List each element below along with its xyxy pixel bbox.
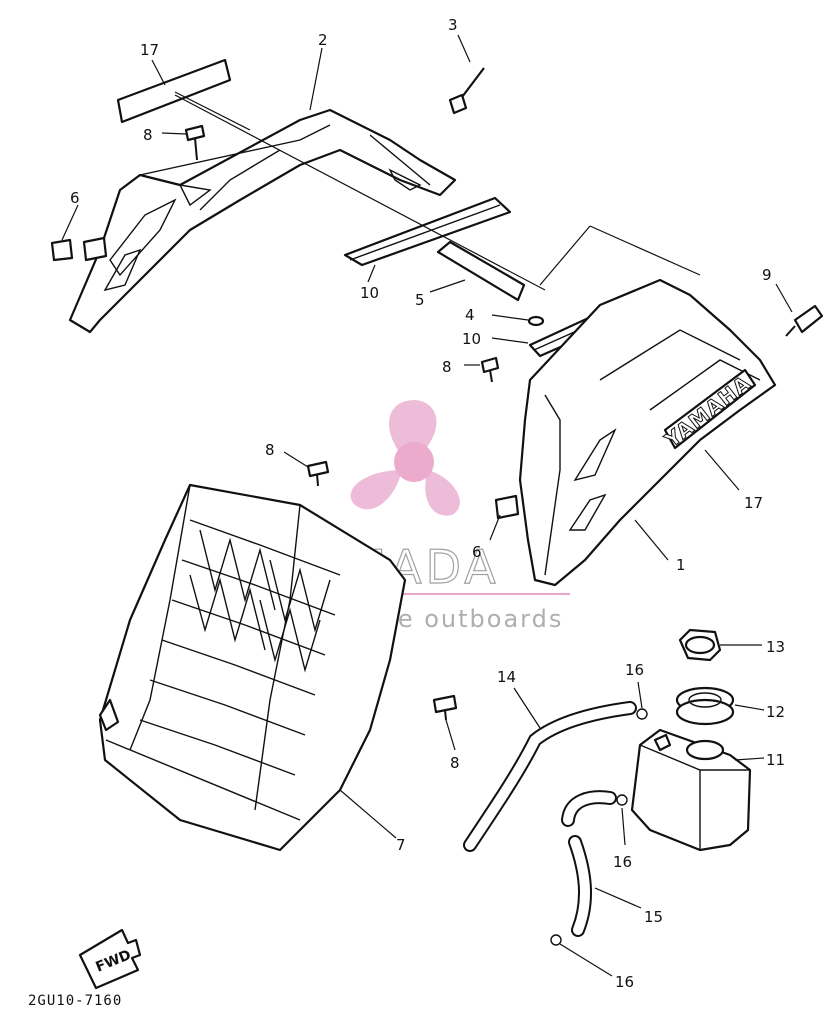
callout-6: 6 <box>70 189 80 207</box>
radiator-grille-part-7 <box>98 483 407 852</box>
side-cover-right: YAMAHA <box>518 278 777 587</box>
callout-3: 3 <box>448 16 458 34</box>
callout-5: 5 <box>415 291 425 309</box>
callout-6: 6 <box>472 543 482 561</box>
hose-part-14 <box>463 701 637 852</box>
callout-11: 11 <box>766 751 785 769</box>
bolt-part-8-c <box>306 460 330 487</box>
grille-slats <box>139 519 341 776</box>
callout-13: 13 <box>766 638 785 656</box>
callout-12: 12 <box>766 703 785 721</box>
callout-14: 14 <box>497 668 516 686</box>
hose-clamp-part-16-c <box>550 934 562 946</box>
callout-17: 17 <box>744 494 763 512</box>
bolt-part-8-d <box>432 694 458 721</box>
callout-10: 10 <box>462 330 481 348</box>
bar-part-5 <box>436 240 526 302</box>
callout-1: 1 <box>676 556 686 574</box>
callout-labels: 17 2 3 8 6 10 5 4 10 9 8 17 8 6 1 13 14 … <box>70 16 785 991</box>
callout-16: 16 <box>615 973 634 991</box>
decal-strip-top <box>116 58 232 124</box>
hose-part-15 <box>561 790 617 937</box>
reservoir-cap-part-13 <box>678 628 722 662</box>
clip-part-6-a <box>50 236 108 262</box>
callout-7: 7 <box>396 836 406 854</box>
leader-lines <box>61 34 793 977</box>
hose-clamp-part-16-b <box>616 794 628 806</box>
callout-4: 4 <box>465 306 475 324</box>
drawing-code: 2GU10-7160 <box>28 993 122 1009</box>
bolt-part-8-a <box>184 124 206 161</box>
filler-neck-part-12 <box>675 686 735 726</box>
bolt-part-9 <box>785 304 824 337</box>
bolt-part-8-b <box>480 356 500 383</box>
callout-8: 8 <box>450 754 460 772</box>
washer-part-4 <box>527 315 545 327</box>
screw-part-3 <box>448 67 485 115</box>
callout-2: 2 <box>318 31 328 49</box>
forward-arrow: FWD <box>78 928 142 990</box>
callout-17: 17 <box>140 41 159 59</box>
armada-logo <box>350 400 460 516</box>
reservoir-tank-part-11 <box>630 728 752 852</box>
callout-15: 15 <box>644 908 663 926</box>
hose-clamp-part-16-a <box>636 708 648 720</box>
callout-16: 16 <box>613 853 632 871</box>
callout-10: 10 <box>360 284 379 302</box>
callout-8: 8 <box>265 441 275 459</box>
callout-16: 16 <box>625 661 644 679</box>
seal-strip-part-10-a <box>343 196 512 267</box>
callout-9: 9 <box>762 266 772 284</box>
callout-8: 8 <box>442 358 452 376</box>
callout-8: 8 <box>143 126 153 144</box>
side-cover-left <box>68 108 457 334</box>
